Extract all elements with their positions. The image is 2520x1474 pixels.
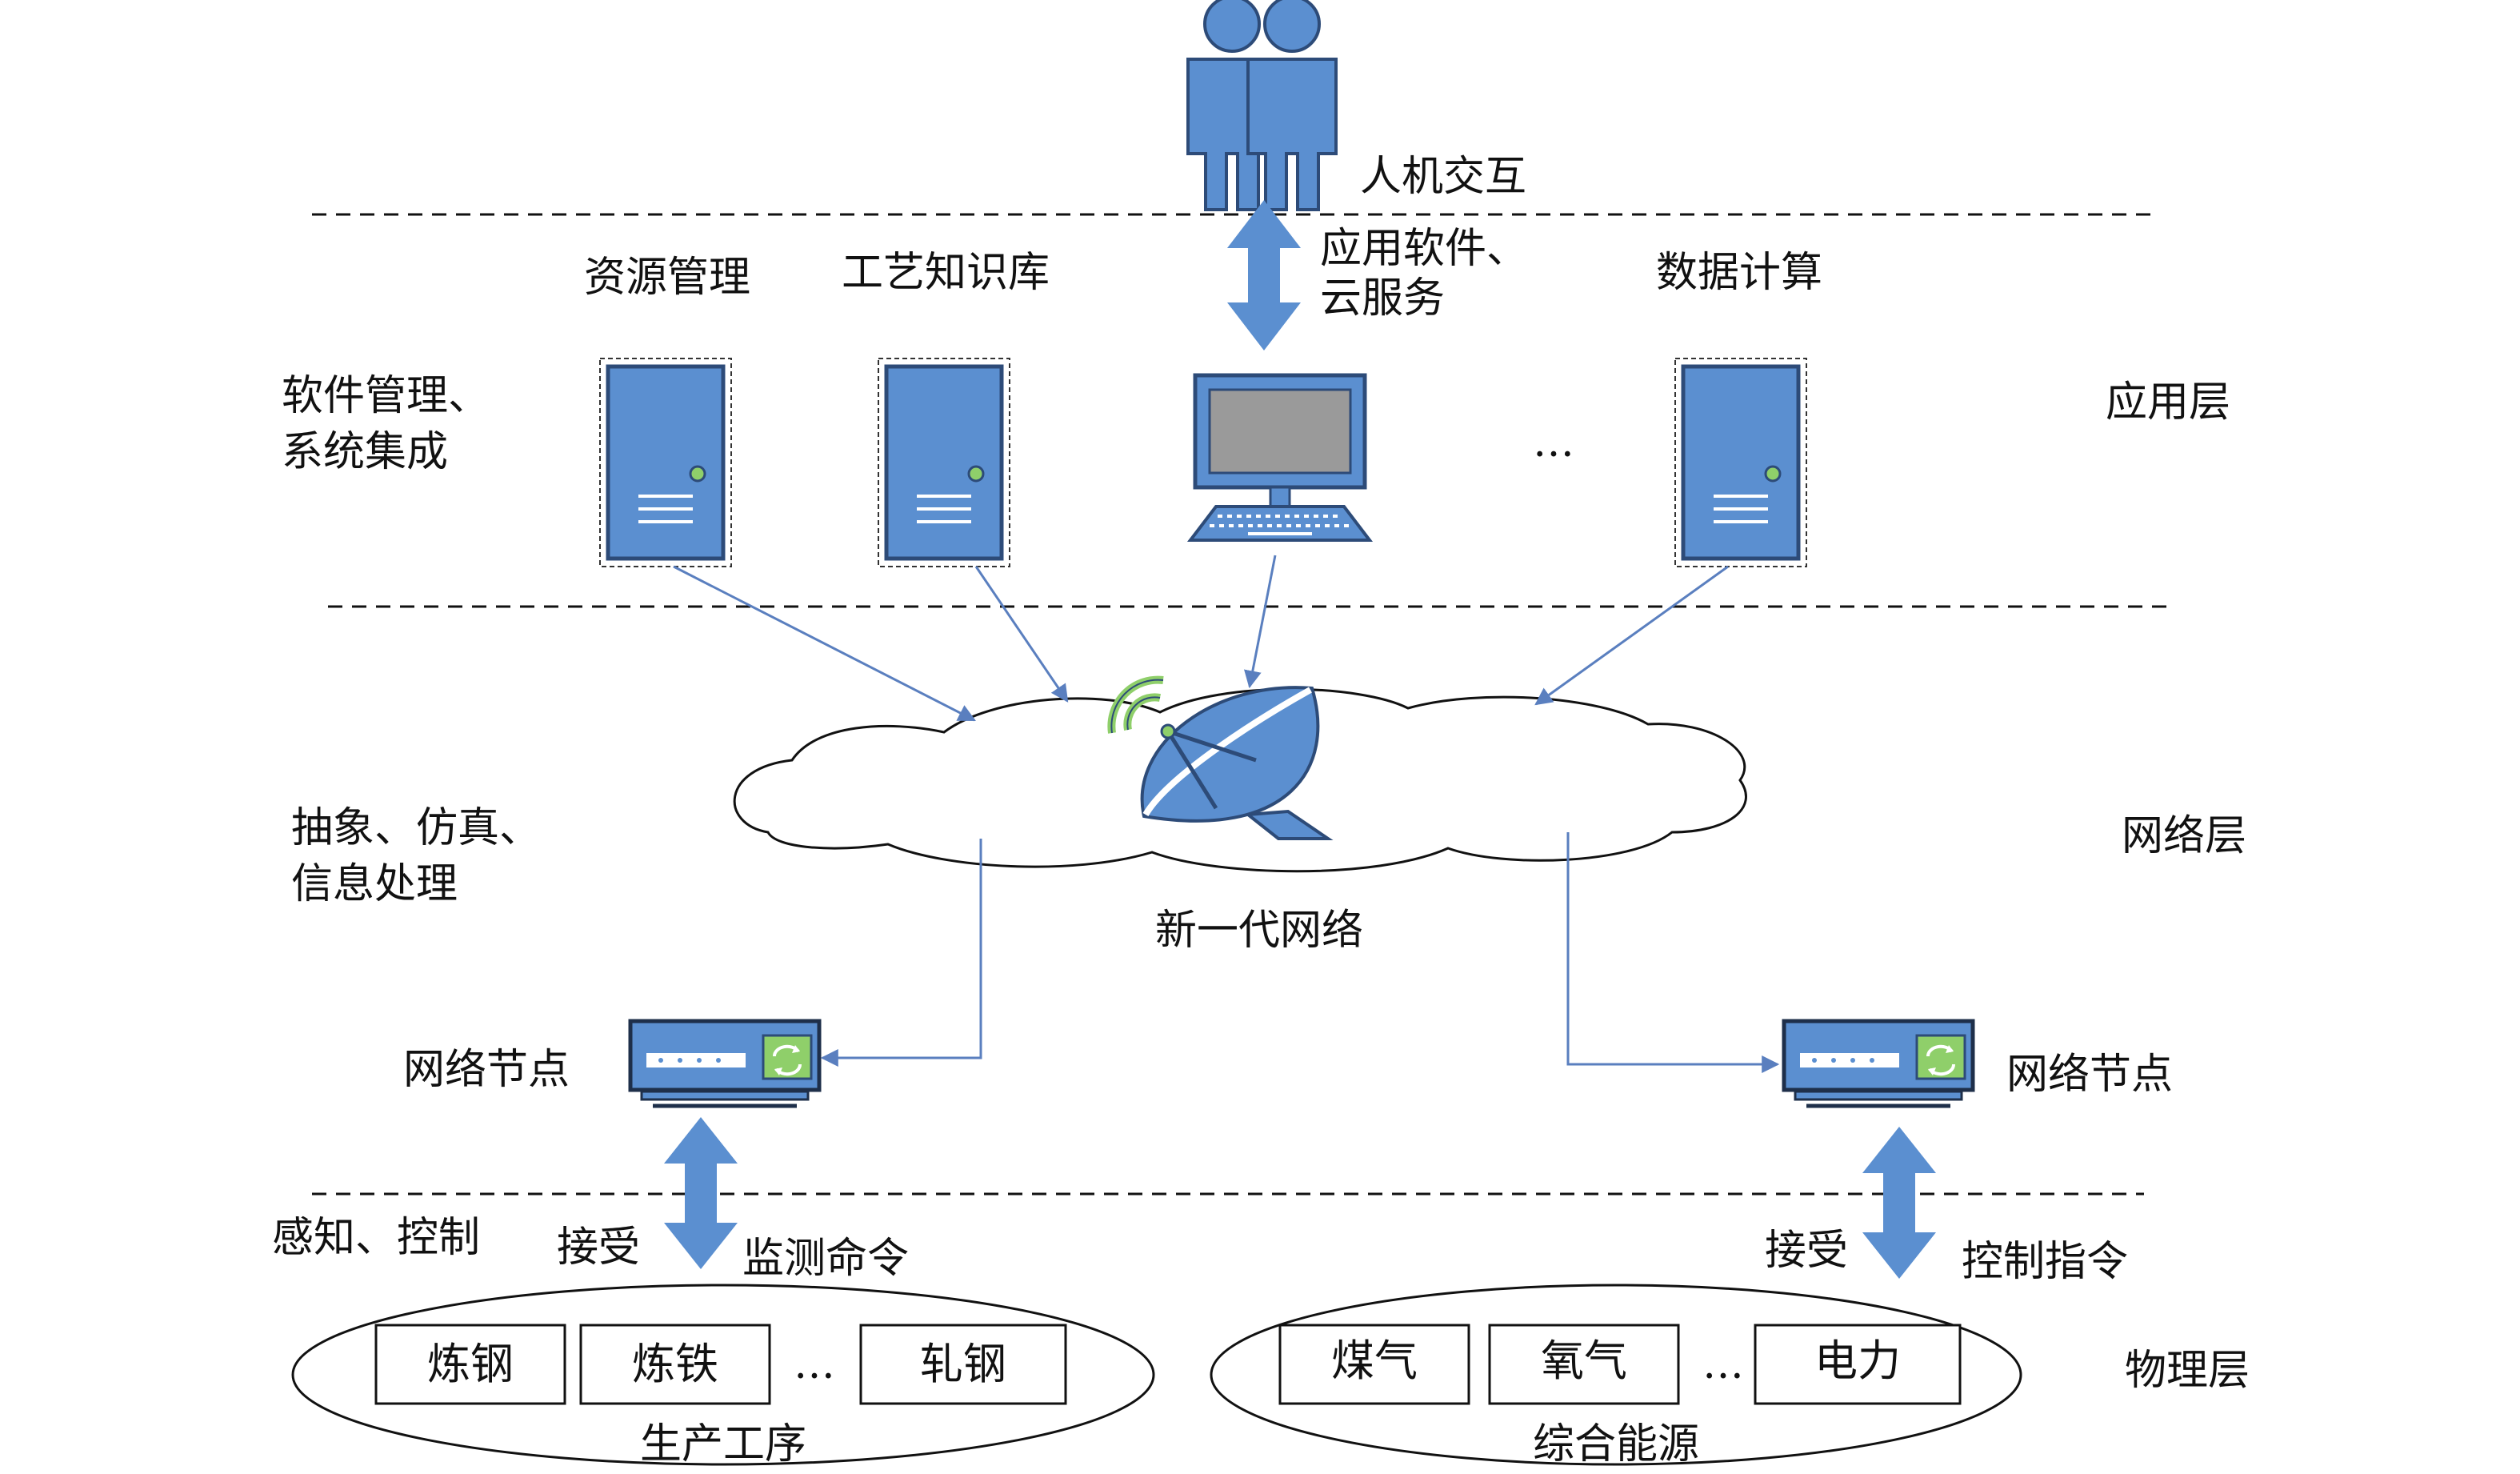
production-box-3 <box>859 1324 1067 1405</box>
people-icon <box>1186 0 1338 211</box>
production-item-3: 轧钢 <box>920 1339 1006 1389</box>
network-node-left-icon <box>630 1021 819 1106</box>
energy-ellipse <box>1210 1284 2022 1466</box>
energy-item-2: 氧气 <box>1541 1336 1627 1386</box>
receive-left-label: 接受 <box>557 1224 641 1272</box>
production-box-2 <box>579 1324 771 1405</box>
monitor-cmd-label: 监测命令 <box>742 1235 910 1283</box>
production-ellipsis: … <box>794 1340 835 1388</box>
link-resource-to-cloud <box>673 565 976 722</box>
energy-box-2 <box>1488 1324 1680 1405</box>
computer-icon <box>1186 373 1374 542</box>
sense-control-label: 感知、控制 <box>272 1214 481 1262</box>
app-software-label: 应用软件、 云服务 <box>1320 225 1529 322</box>
human-interaction-arrow <box>1227 200 1301 350</box>
left-node-physical-arrow <box>664 1117 738 1269</box>
link-computer-to-cloud <box>1243 555 1277 689</box>
network-layer-label: 网络层 <box>2122 812 2247 860</box>
application-layer-label: 应用层 <box>2106 379 2231 427</box>
software-mgmt-label: 软件管理、 系统集成 <box>282 372 490 476</box>
energy-item-3: 电力 <box>1814 1336 1901 1386</box>
production-ellipse <box>291 1284 1155 1466</box>
link-cloud-to-right-node <box>1566 832 1780 1073</box>
production-title: 生产工序 <box>639 1420 807 1468</box>
link-kb-to-cloud <box>974 566 1069 703</box>
energy-box-1 <box>1278 1324 1470 1405</box>
control-cmd-label: 控制指令 <box>1962 1238 2129 1286</box>
process-kb-label: 工艺知识库 <box>842 249 1050 297</box>
physical-layer-label: 物理层 <box>2125 1347 2250 1395</box>
application-ellipsis: … <box>1533 419 1574 467</box>
resource-mgmt-label: 资源管理 <box>584 254 751 302</box>
production-box-1 <box>374 1324 566 1405</box>
energy-title: 综合能源 <box>1532 1420 1700 1468</box>
energy-box-3 <box>1754 1324 1962 1405</box>
abstraction-label: 抽象、仿真、 信息处理 <box>291 804 542 908</box>
server-resource-mgmt-icon <box>600 358 731 567</box>
link-compute-to-cloud <box>1534 565 1729 706</box>
link-cloud-to-left-node <box>820 839 982 1067</box>
production-item-1: 炼钢 <box>427 1339 514 1389</box>
receive-right-label: 接受 <box>1765 1227 1849 1275</box>
right-node-physical-arrow <box>1862 1127 1936 1279</box>
energy-item-1: 煤气 <box>1331 1336 1418 1386</box>
satellite-dish-icon <box>1107 675 1334 840</box>
server-process-kb-icon <box>878 358 1010 567</box>
human-interaction-label: 人机交互 <box>1360 153 1527 201</box>
network-node-right-icon <box>1784 1021 1973 1106</box>
production-item-2: 炼铁 <box>632 1339 718 1389</box>
energy-ellipsis: … <box>1702 1340 1744 1388</box>
network-node-left-label: 网络节点 <box>403 1046 570 1094</box>
new-network-label: 新一代网络 <box>1154 907 1364 955</box>
network-node-right-label: 网络节点 <box>2006 1051 2174 1099</box>
server-data-compute-icon <box>1675 358 1806 567</box>
data-compute-label: 数据计算 <box>1656 249 1823 297</box>
